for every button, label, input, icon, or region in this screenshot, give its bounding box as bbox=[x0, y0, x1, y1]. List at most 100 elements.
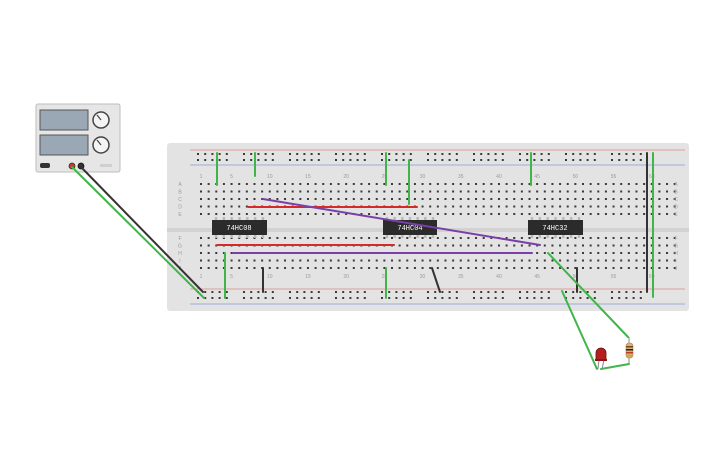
breadboard-hole[interactable] bbox=[356, 291, 359, 293]
breadboard-hole[interactable] bbox=[536, 183, 539, 185]
breadboard-hole[interactable] bbox=[650, 205, 653, 208]
breadboard-hole[interactable] bbox=[551, 183, 554, 185]
breadboard-hole[interactable] bbox=[604, 259, 607, 262]
breadboard-hole[interactable] bbox=[436, 213, 439, 215]
breadboard-hole[interactable] bbox=[257, 153, 260, 155]
breadboard-hole[interactable] bbox=[513, 198, 516, 200]
breadboard-hole[interactable] bbox=[406, 198, 409, 200]
breadboard-hole[interactable] bbox=[574, 183, 577, 185]
breadboard-hole[interactable] bbox=[375, 237, 378, 239]
breadboard-hole[interactable] bbox=[215, 213, 218, 215]
breadboard-hole[interactable] bbox=[632, 153, 635, 155]
breadboard-hole[interactable] bbox=[565, 153, 567, 155]
breadboard-hole[interactable] bbox=[586, 153, 589, 155]
breadboard-hole[interactable] bbox=[473, 153, 475, 155]
breadboard-hole[interactable] bbox=[215, 267, 218, 269]
breadboard-hole[interactable] bbox=[429, 213, 432, 215]
wire-to-led[interactable] bbox=[561, 290, 598, 370]
chip-74hc32[interactable]: 74HC32 bbox=[528, 220, 583, 235]
breadboard-hole[interactable] bbox=[444, 183, 447, 185]
breadboard-hole[interactable] bbox=[345, 259, 348, 262]
breadboard-hole[interactable] bbox=[395, 159, 398, 161]
breadboard-hole[interactable] bbox=[207, 252, 210, 254]
breadboard-hole[interactable] bbox=[398, 267, 401, 269]
breadboard-hole[interactable] bbox=[604, 198, 607, 200]
breadboard-hole[interactable] bbox=[250, 291, 253, 293]
breadboard-hole[interactable] bbox=[238, 205, 241, 208]
breadboard-hole[interactable] bbox=[543, 244, 546, 247]
breadboard-hole[interactable] bbox=[536, 237, 539, 239]
breadboard-hole[interactable] bbox=[566, 267, 569, 269]
breadboard-hole[interactable] bbox=[597, 183, 600, 185]
breadboard-hole[interactable] bbox=[303, 297, 306, 299]
breadboard-hole[interactable] bbox=[207, 213, 210, 215]
breadboard-hole[interactable] bbox=[200, 213, 202, 215]
breadboard-hole[interactable] bbox=[238, 259, 241, 262]
breadboard-hole[interactable] bbox=[230, 267, 233, 269]
breadboard-hole[interactable] bbox=[459, 267, 462, 269]
breadboard-hole[interactable] bbox=[218, 291, 221, 293]
breadboard-hole[interactable] bbox=[427, 291, 429, 293]
breadboard-hole[interactable] bbox=[421, 259, 424, 262]
breadboard-hole[interactable] bbox=[572, 297, 575, 299]
breadboard-hole[interactable] bbox=[245, 205, 248, 208]
breadboard-hole[interactable] bbox=[303, 291, 306, 293]
breadboard-hole[interactable] bbox=[473, 159, 475, 161]
breadboard-hole[interactable] bbox=[475, 213, 478, 215]
breadboard-hole[interactable] bbox=[666, 205, 669, 208]
breadboard-hole[interactable] bbox=[314, 237, 317, 239]
breadboard-hole[interactable] bbox=[620, 205, 623, 208]
breadboard-hole[interactable] bbox=[329, 259, 332, 262]
breadboard-hole[interactable] bbox=[322, 198, 325, 200]
breadboard-hole[interactable] bbox=[200, 252, 202, 254]
breadboard-hole[interactable] bbox=[303, 159, 306, 161]
breadboard-hole[interactable] bbox=[574, 259, 577, 262]
breadboard-hole[interactable] bbox=[543, 183, 546, 185]
breadboard-hole[interactable] bbox=[360, 259, 363, 262]
breadboard-hole[interactable] bbox=[342, 153, 345, 155]
breadboard-hole[interactable] bbox=[455, 159, 458, 161]
breadboard-hole[interactable] bbox=[352, 237, 355, 239]
breadboard-hole[interactable] bbox=[547, 153, 550, 155]
breadboard-hole[interactable] bbox=[444, 190, 447, 193]
breadboard-hole[interactable] bbox=[551, 259, 554, 262]
breadboard-hole[interactable] bbox=[501, 297, 504, 299]
breadboard-hole[interactable] bbox=[475, 190, 478, 193]
breadboard-hole[interactable] bbox=[505, 205, 508, 208]
breadboard-hole[interactable] bbox=[650, 252, 653, 254]
breadboard-hole[interactable] bbox=[494, 159, 497, 161]
breadboard-hole[interactable] bbox=[467, 213, 470, 215]
breadboard-hole[interactable] bbox=[505, 259, 508, 262]
breadboard-hole[interactable] bbox=[490, 205, 493, 208]
breadboard-hole[interactable] bbox=[589, 190, 592, 193]
breadboard-hole[interactable] bbox=[475, 237, 478, 239]
breadboard-hole[interactable] bbox=[444, 213, 447, 215]
breadboard-hole[interactable] bbox=[429, 183, 432, 185]
breadboard-hole[interactable] bbox=[245, 190, 248, 193]
breadboard-hole[interactable] bbox=[211, 297, 214, 299]
breadboard-hole[interactable] bbox=[520, 213, 523, 215]
breadboard-hole[interactable] bbox=[513, 259, 516, 262]
breadboard-hole[interactable] bbox=[197, 159, 199, 161]
breadboard-hole[interactable] bbox=[582, 259, 584, 262]
breadboard-hole[interactable] bbox=[363, 153, 366, 155]
breadboard-hole[interactable] bbox=[406, 183, 409, 185]
breadboard-hole[interactable] bbox=[482, 213, 485, 215]
breadboard-hole[interactable] bbox=[543, 213, 546, 215]
resistor-icon[interactable] bbox=[625, 337, 634, 364]
breadboard-hole[interactable] bbox=[345, 190, 348, 193]
breadboard-hole[interactable] bbox=[490, 213, 493, 215]
breadboard-hole[interactable] bbox=[666, 259, 669, 262]
breadboard-hole[interactable] bbox=[574, 252, 577, 254]
breadboard-hole[interactable] bbox=[620, 183, 623, 185]
breadboard-hole[interactable] bbox=[589, 183, 592, 185]
breadboard-hole[interactable] bbox=[547, 159, 550, 161]
breadboard-hole[interactable] bbox=[597, 213, 600, 215]
breadboard-hole[interactable] bbox=[363, 159, 366, 161]
breadboard-hole[interactable] bbox=[253, 213, 256, 215]
breadboard-hole[interactable] bbox=[559, 267, 562, 269]
breadboard-hole[interactable] bbox=[337, 198, 340, 200]
breadboard-hole[interactable] bbox=[250, 153, 253, 155]
breadboard-hole[interactable] bbox=[268, 259, 271, 262]
breadboard-hole[interactable] bbox=[383, 267, 386, 269]
